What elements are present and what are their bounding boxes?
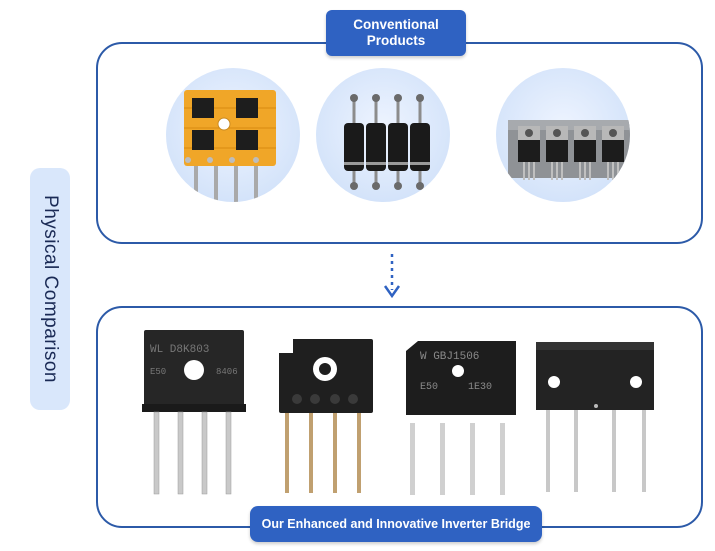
bridge-rectifier-1: WL D8K803 E50 8406 bbox=[140, 326, 250, 496]
bridge1-marking-right: 8406 bbox=[216, 367, 238, 377]
bridge3-marking-right: 1E30 bbox=[468, 382, 492, 393]
to220-heatsink-image bbox=[496, 68, 630, 202]
pcb-module-image bbox=[166, 68, 300, 202]
side-label-pill: Physical Comparison bbox=[30, 168, 70, 410]
conventional-products-label: Conventional Products bbox=[353, 17, 439, 48]
bridge1-marking-left: E50 bbox=[150, 367, 166, 377]
bridge-rectifier-2 bbox=[275, 333, 385, 495]
conventional-products-badge: Conventional Products bbox=[326, 10, 466, 56]
axial-diodes-image bbox=[316, 68, 450, 202]
inverter-bridge-label: Our Enhanced and Innovative Inverter Bri… bbox=[261, 517, 531, 531]
bridge3-marking: W GBJ1506 bbox=[420, 351, 479, 363]
bridge-rectifier-4 bbox=[530, 336, 660, 496]
bridge-rectifier-3: W GBJ1506 E50 1E30 bbox=[398, 337, 528, 497]
side-label: Physical Comparison bbox=[40, 195, 61, 383]
bridge1-marking: WL D8K803 bbox=[150, 344, 209, 356]
inverter-bridge-badge: Our Enhanced and Innovative Inverter Bri… bbox=[250, 506, 542, 542]
down-arrow-icon bbox=[383, 254, 401, 299]
bridge3-marking-left: E50 bbox=[420, 382, 438, 393]
